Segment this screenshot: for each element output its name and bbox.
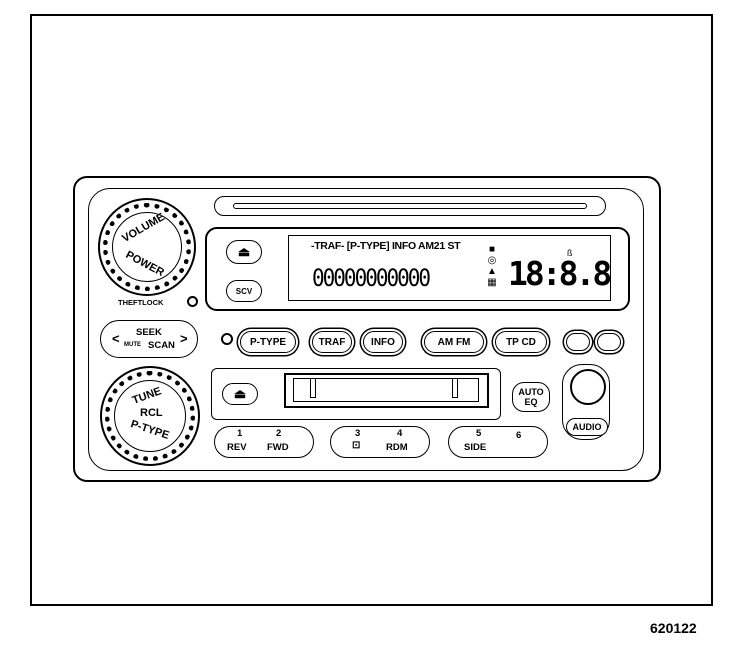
preset-3-label: ⊡ xyxy=(352,440,361,451)
power-indicator-led xyxy=(221,333,233,345)
audio-knob[interactable] xyxy=(570,369,606,405)
preset-5-number: 5 xyxy=(476,428,482,439)
preset-3-number: 3 xyxy=(355,428,361,439)
blank-button-right[interactable] xyxy=(597,333,621,351)
preset-4-number: 4 xyxy=(397,428,403,439)
lcd-clock: 18:8.8 xyxy=(508,254,612,293)
cassette-eject-button[interactable]: ⏏ xyxy=(222,383,258,405)
audio-label: AUDIO xyxy=(572,422,602,432)
auto-eq-button[interactable]: AUTO EQ xyxy=(512,382,550,412)
scv-button[interactable]: SCV xyxy=(226,280,262,302)
auto-label: AUTO xyxy=(518,387,544,397)
rcl-label: RCL xyxy=(140,407,163,419)
lcd-indicator-icons: ■ ◎ ▲ ▦ xyxy=(482,244,502,288)
theftlock-led xyxy=(187,296,198,307)
cassette-area xyxy=(211,368,501,420)
traf-label: TRAF xyxy=(318,336,346,348)
eject-icon: ⏏ xyxy=(237,244,251,259)
lcd-frequency-segments: 00000000000 xyxy=(312,264,431,292)
tune-rcl-ptype-knob[interactable] xyxy=(100,366,200,466)
preset-4-label: RDM xyxy=(386,442,408,453)
blank-button-left[interactable] xyxy=(566,333,590,351)
seek-right-arrow[interactable]: > xyxy=(180,331,188,346)
lcd-icon-circle: ◎ xyxy=(487,255,497,266)
cassette-door-window xyxy=(293,378,479,402)
display-housing xyxy=(205,227,630,311)
figure-id: 620122 xyxy=(650,620,697,636)
cd-slot xyxy=(214,196,606,216)
eq-label: EQ xyxy=(524,397,538,407)
seek-left-arrow[interactable]: < xyxy=(112,331,120,346)
preset-2-label: FWD xyxy=(267,442,289,453)
preset-1-label: REV xyxy=(227,442,247,453)
mute-label: MUTE xyxy=(124,342,141,348)
lcd-status-line: -TRAF- [P-TYPE] INFO AM21 ST xyxy=(311,240,461,252)
am-fm-label: AM FM xyxy=(437,336,471,348)
ptype-button[interactable]: P-TYPE xyxy=(240,331,296,353)
preset-6-number: 6 xyxy=(516,430,522,441)
lcd-icon-square: ■ xyxy=(488,244,496,255)
scv-label: SCV xyxy=(235,286,253,296)
radio-inner-bezel xyxy=(88,188,644,471)
tp-cd-label: TP CD xyxy=(506,336,536,348)
lcd-screen xyxy=(288,235,611,301)
cd-eject-button[interactable]: ⏏ xyxy=(226,240,262,264)
cassette-eject-icon: ⏏ xyxy=(233,386,247,401)
lcd-icon-triangle: ▲ xyxy=(487,266,497,277)
info-button[interactable]: INFO xyxy=(363,331,403,353)
am-fm-button[interactable]: AM FM xyxy=(424,331,484,353)
radio-faceplate xyxy=(73,176,661,482)
preset-2-number: 2 xyxy=(276,428,282,439)
theftlock-label: THEFTLOCK xyxy=(118,298,164,307)
preset-1-number: 1 xyxy=(237,428,243,439)
tape-guide-right xyxy=(452,378,458,398)
seek-label: SEEK xyxy=(136,327,162,338)
volume-power-knob[interactable] xyxy=(98,198,196,296)
scan-label: SCAN xyxy=(148,340,175,351)
lcd-mini-indicator: ß xyxy=(567,248,573,258)
traf-button[interactable]: TRAF xyxy=(312,331,352,353)
ptype-label: P-TYPE xyxy=(249,336,287,348)
preset-5-label: SIDE xyxy=(464,442,487,453)
preset-rocker-5-6[interactable] xyxy=(448,426,548,458)
preset-rocker-1-2[interactable] xyxy=(214,426,314,458)
audio-button[interactable]: AUDIO xyxy=(566,418,608,436)
tape-guide-left xyxy=(310,378,316,398)
tp-cd-button[interactable]: TP CD xyxy=(495,331,547,353)
info-label: INFO xyxy=(371,336,395,348)
seek-scan-rocker[interactable] xyxy=(100,320,198,358)
preset-rocker-3-4[interactable] xyxy=(330,426,430,458)
lcd-icon-grid: ▦ xyxy=(487,277,497,288)
